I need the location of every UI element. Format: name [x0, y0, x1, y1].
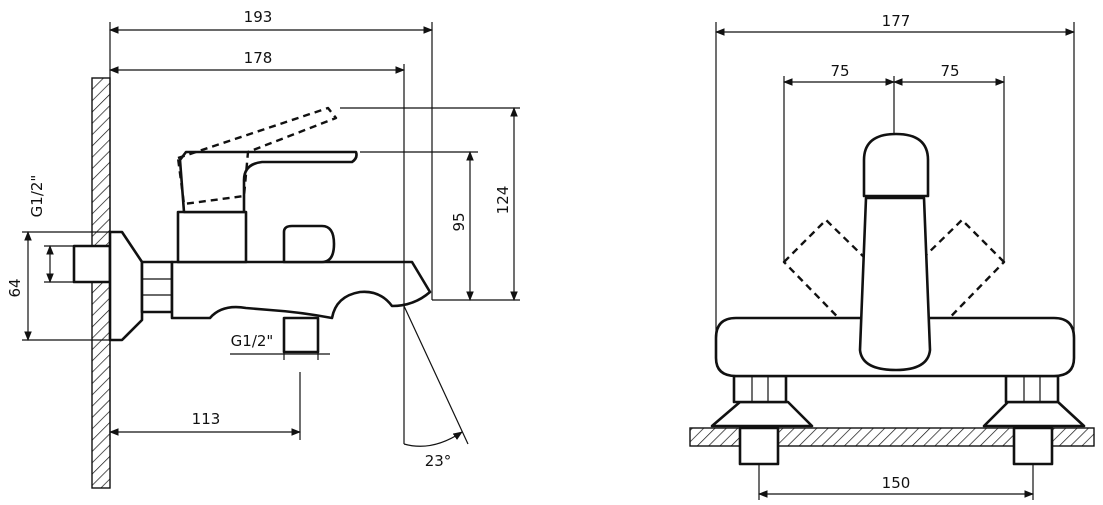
bath-outlet [282, 316, 320, 354]
right-nut [1004, 374, 1060, 404]
mounting-surface-hatch [689, 427, 1095, 447]
dim-193-label: 193 [244, 8, 273, 26]
diverter-knob [282, 224, 336, 264]
escutcheon [108, 230, 144, 342]
right-escutcheon [982, 400, 1086, 428]
dim-inlet-thread-label: G1/2" [28, 175, 46, 218]
lever-open-outline [176, 106, 338, 206]
left-supply-pipe [738, 426, 780, 466]
dim-95-label: 95 [450, 212, 468, 231]
dim-75-left-label: 75 [830, 62, 849, 80]
dim-178-label: 178 [244, 49, 273, 67]
dim-124-label: 124 [494, 186, 512, 215]
lever-head-front [862, 132, 930, 198]
mixer-body [170, 260, 432, 320]
dim-angle-label: 23° [425, 452, 452, 470]
side-view: 193 178 124 95 64 G1/2" G1/2" 113 23° [6, 8, 520, 489]
left-escutcheon [710, 400, 814, 428]
cartridge-housing [176, 210, 248, 264]
right-supply-pipe [1012, 426, 1054, 466]
lever-handle [178, 150, 358, 214]
dim-outlet-thread-label: G1/2" [231, 332, 274, 350]
dim-113-label: 113 [192, 410, 221, 428]
front-view: 177 75 75 150 [689, 12, 1095, 500]
inlet-pipe [72, 244, 112, 284]
dim-177-label: 177 [882, 12, 911, 30]
connector-nut [140, 260, 174, 314]
dim-75-right-label: 75 [940, 62, 959, 80]
dim-64-label: 64 [6, 278, 24, 297]
cartridge-column-front [858, 196, 932, 372]
dim-150-label: 150 [882, 474, 911, 492]
left-nut [732, 374, 788, 404]
